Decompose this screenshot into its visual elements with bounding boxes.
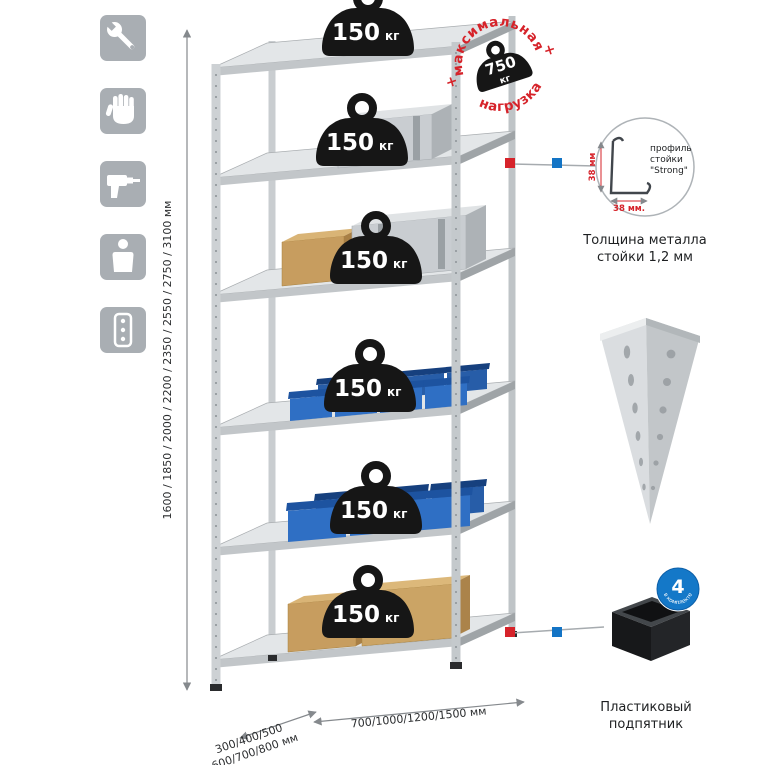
shelving-rack — [210, 16, 517, 691]
shelf-load-value: 150 — [332, 20, 380, 46]
profile-label: стойки — [650, 155, 683, 165]
svg-text:кг: кг — [387, 385, 401, 399]
width-dimension-label: 700/1000/1200/1500 мм — [350, 705, 487, 731]
profile-caption-line2: стойки 1,2 мм — [597, 249, 693, 265]
foot-caption-line1: Пластиковый — [600, 700, 692, 715]
sparkle-icon — [545, 45, 555, 55]
profile-label: профиль — [650, 144, 692, 154]
feature-icon-column — [100, 15, 146, 353]
weight-badge: 150 кг — [316, 97, 408, 166]
quantity-value: 4 — [671, 576, 684, 598]
weight-badge: 150 кг — [322, 0, 414, 56]
rack-foot — [268, 655, 277, 661]
weight-badge: 150 кг — [322, 569, 414, 638]
weight-badge: 150 кг — [330, 215, 422, 284]
svg-text:кг: кг — [379, 139, 393, 153]
depth-dimension-line — [239, 710, 317, 740]
weight-badge: 150 кг — [330, 465, 422, 534]
sparkle-icon — [447, 77, 457, 87]
profile-circle — [595, 117, 695, 217]
marker-blue-bottom — [552, 627, 562, 637]
width-dimension-line — [313, 698, 525, 726]
svg-text:150: 150 — [334, 376, 382, 402]
marker-blue-top — [552, 158, 562, 168]
svg-text:кг: кг — [393, 257, 407, 271]
svg-text:150: 150 — [340, 498, 388, 524]
max-load-unit: кг — [499, 74, 513, 87]
corner-post-image — [600, 318, 700, 524]
profile-dim-horizontal-label: 38 мм. — [613, 204, 645, 214]
foot-callout: 4 в комплекте — [505, 566, 701, 661]
profile-label: "Strong" — [650, 166, 688, 176]
svg-text:150: 150 — [340, 248, 388, 274]
marker-red-bottom — [505, 627, 515, 637]
marker-red-top — [505, 158, 515, 168]
profile-caption-line1: Толщина металла — [583, 233, 707, 248]
profile-caption: Толщина металла стойки 1,2 мм — [566, 233, 724, 267]
svg-text:кг: кг — [385, 611, 399, 625]
drill-icon — [100, 161, 146, 207]
perforated-strip-icon — [100, 307, 146, 353]
wrench-icon — [100, 15, 146, 61]
glove-icon — [100, 88, 146, 134]
quantity-badge: 4 в комплекте — [655, 566, 701, 612]
foot-caption-line2: подпятник — [608, 716, 684, 732]
rack-foot — [210, 684, 222, 691]
profile-dim-vertical-label: 38 мм — [588, 153, 598, 182]
height-dimension-label: 1600 / 1850 / 2000 / 2200 / 2350 / 2550 … — [161, 201, 174, 520]
person-icon — [100, 234, 146, 280]
svg-text:150: 150 — [332, 602, 380, 628]
foot-caption: Пластиковый подпятник — [571, 700, 721, 734]
rack-foot — [450, 662, 462, 669]
shelf-load-unit: кг — [385, 29, 399, 43]
svg-text:кг: кг — [393, 507, 407, 521]
weight-badge: 150 кг — [324, 343, 416, 412]
svg-text:150: 150 — [326, 130, 374, 156]
profile-callout: 38 мм 38 мм. профиль стойки "Strong" — [505, 117, 695, 217]
profile-drawing — [609, 136, 652, 195]
